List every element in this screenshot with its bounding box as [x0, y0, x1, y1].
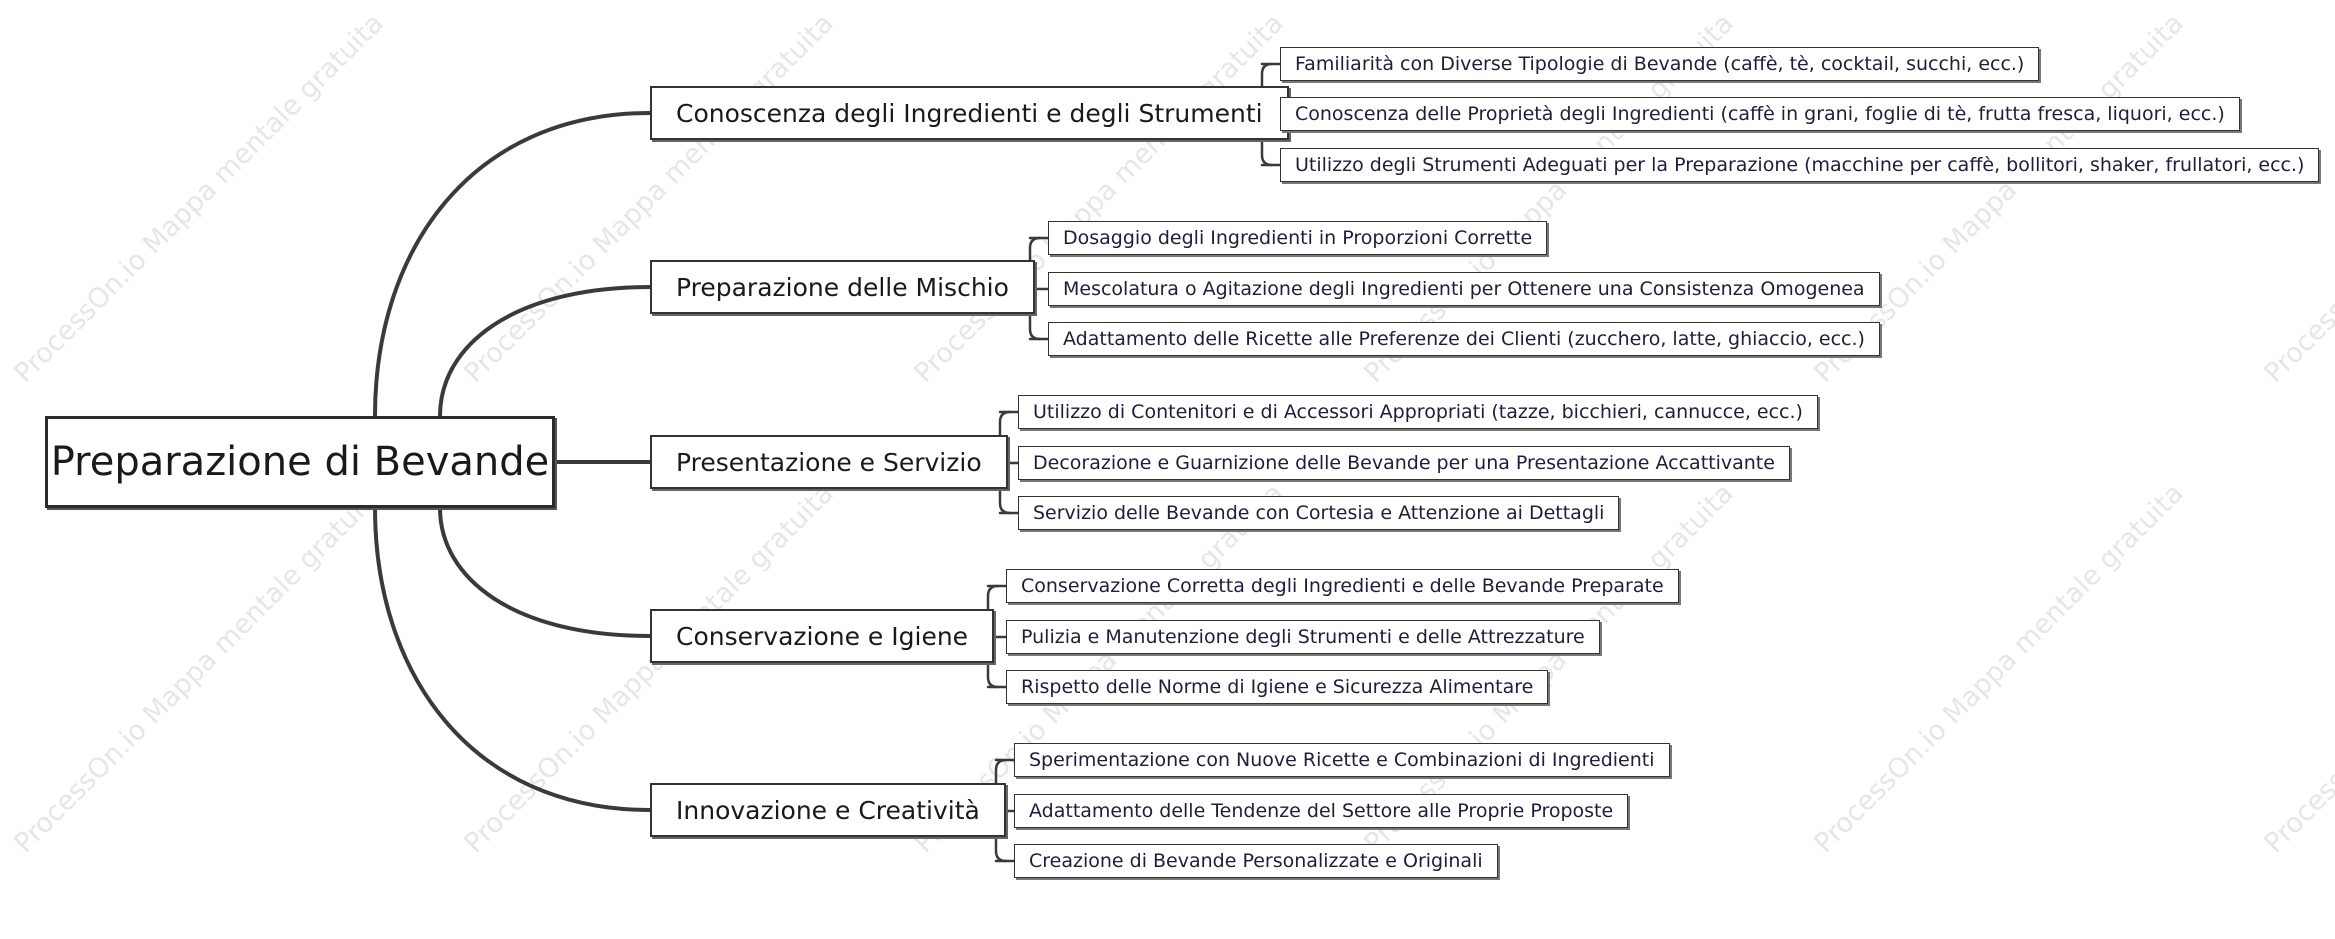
leaf-node[interactable]: Conoscenza delle Proprietà degli Ingredi… — [1280, 97, 2240, 131]
root-connector — [373, 111, 652, 418]
root-node[interactable]: Preparazione di Bevande — [45, 416, 555, 508]
leaf-node[interactable]: Mescolatura o Agitazione degli Ingredien… — [1048, 272, 1880, 306]
leaf-node[interactable]: Rispetto delle Norme di Igiene e Sicurez… — [1006, 670, 1549, 704]
leaf-label: Creazione di Bevande Personalizzate e Or… — [1029, 850, 1483, 872]
leaf-node[interactable]: Decorazione e Guarnizione delle Bevande … — [1018, 446, 1790, 480]
leaf-label: Dosaggio degli Ingredienti in Proporzion… — [1063, 227, 1533, 249]
leaf-label: Servizio delle Bevande con Cortesia e At… — [1033, 502, 1605, 524]
leaf-label: Pulizia e Manutenzione degli Strumenti e… — [1021, 626, 1585, 648]
leaf-node[interactable]: Servizio delle Bevande con Cortesia e At… — [1018, 496, 1620, 530]
leaf-label: Utilizzo di Contenitori e di Accessori A… — [1033, 401, 1803, 423]
root-connector — [373, 506, 652, 812]
leaf-node[interactable]: Creazione di Bevande Personalizzate e Or… — [1014, 844, 1498, 878]
leaf-node[interactable]: Familiarità con Diverse Tipologie di Bev… — [1280, 47, 2040, 81]
leaf-label: Mescolatura o Agitazione degli Ingredien… — [1063, 278, 1865, 300]
branch-label: Conservazione e Igiene — [676, 621, 969, 651]
leaf-node[interactable]: Utilizzo degli Strumenti Adeguati per la… — [1280, 148, 2320, 182]
root-connectors — [373, 111, 652, 812]
leaf-label: Utilizzo degli Strumenti Adeguati per la… — [1295, 154, 2305, 176]
leaf-node[interactable]: Dosaggio degli Ingredienti in Proporzion… — [1048, 221, 1548, 255]
root-label: Preparazione di Bevande — [50, 439, 550, 485]
branch-label: Innovazione e Creatività — [676, 795, 980, 825]
leaf-label: Adattamento delle Ricette alle Preferenz… — [1063, 328, 1865, 350]
branch-label: Preparazione delle Mischio — [676, 272, 1009, 302]
leaf-label: Conservazione Corretta degli Ingredienti… — [1021, 575, 1664, 597]
leaf-label: Adattamento delle Tendenze del Settore a… — [1029, 800, 1614, 822]
leaf-label: Sperimentazione con Nuove Ricette e Comb… — [1029, 749, 1655, 771]
leaf-node[interactable]: Adattamento delle Tendenze del Settore a… — [1014, 794, 1629, 828]
leaf-node[interactable]: Adattamento delle Ricette alle Preferenz… — [1048, 322, 1880, 356]
branch-node-innovazione-creativita[interactable]: Innovazione e Creatività — [650, 783, 1006, 837]
branch-node-conservazione-igiene[interactable]: Conservazione e Igiene — [650, 609, 995, 663]
leaf-label: Conoscenza delle Proprietà degli Ingredi… — [1295, 103, 2225, 125]
leaf-node[interactable]: Pulizia e Manutenzione degli Strumenti e… — [1006, 620, 1600, 654]
root-connector — [438, 506, 652, 638]
branch-node-presentazione-servizio[interactable]: Presentazione e Servizio — [650, 435, 1008, 489]
branch-node-preparazione-mischio[interactable]: Preparazione delle Mischio — [650, 260, 1035, 314]
branch-label: Presentazione e Servizio — [676, 447, 982, 477]
branch-label: Conoscenza degli Ingredienti e degli Str… — [676, 98, 1263, 128]
leaf-node[interactable]: Sperimentazione con Nuove Ricette e Comb… — [1014, 743, 1670, 777]
root-connector — [438, 285, 652, 418]
leaf-label: Familiarità con Diverse Tipologie di Bev… — [1295, 53, 2025, 75]
leaf-label: Decorazione e Guarnizione delle Bevande … — [1033, 452, 1775, 474]
leaf-label: Rispetto delle Norme di Igiene e Sicurez… — [1021, 676, 1534, 698]
leaf-node[interactable]: Conservazione Corretta degli Ingredienti… — [1006, 569, 1679, 603]
branch-node-ingredienti-strumenti[interactable]: Conoscenza degli Ingredienti e degli Str… — [650, 86, 1289, 140]
leaf-node[interactable]: Utilizzo di Contenitori e di Accessori A… — [1018, 395, 1818, 429]
